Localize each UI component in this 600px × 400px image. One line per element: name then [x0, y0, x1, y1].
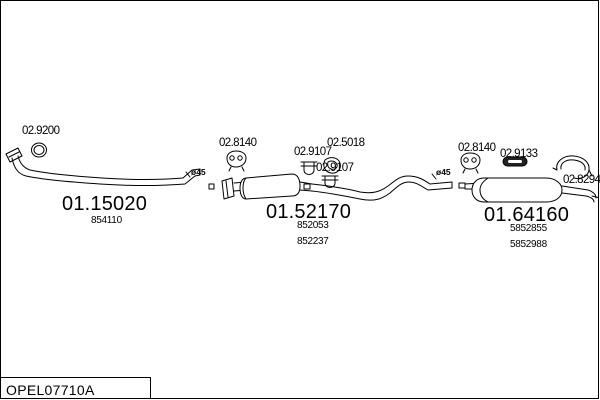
- accessory-ref-strap: 02.9133: [500, 148, 538, 160]
- middle-silencer: [221, 173, 466, 201]
- accessory-ref-clamp-upper: 02.9107: [294, 146, 332, 158]
- front-pipe: [5, 147, 215, 190]
- oem-number-middle-1: 852053: [297, 220, 329, 231]
- pipe-diameter-rear: ø45: [436, 167, 451, 177]
- accessory-ref-ring: 02.5018: [327, 137, 365, 149]
- accessory-ref-hanger-mid: 02.8140: [219, 137, 257, 149]
- rubber-ring-icon: [323, 157, 341, 174]
- part-number-front: 01.15020: [62, 193, 148, 215]
- diagram-title-box: OPEL07710A: [0, 377, 151, 399]
- diagram-title: OPEL07710A: [6, 382, 95, 398]
- pipe-diameter-front: ø45: [191, 167, 206, 177]
- diameter-leader: [431, 173, 437, 180]
- accessory-ref-gasket: 02.9200: [22, 125, 60, 137]
- oem-number-rear-1: 5852855: [510, 223, 547, 234]
- part-number-middle: 01.52170: [266, 201, 352, 223]
- rubber-hanger-icon: [460, 152, 481, 174]
- diameter-leader: [185, 171, 191, 178]
- accessory-ref-clamp-lower: 02.9107: [316, 162, 354, 174]
- rubber-strap-icon: [502, 156, 528, 167]
- u-clamp-icon: [321, 175, 339, 188]
- oem-number-front: 854110: [91, 215, 122, 226]
- oem-number-rear-2: 5852988: [510, 239, 547, 250]
- oem-number-middle-2: 852237: [297, 236, 329, 247]
- accessory-ref-hanger-rear: 02.8140: [458, 142, 496, 154]
- accessory-ref-mount: 02.8294: [563, 174, 600, 186]
- part-number-rear: 01.64160: [484, 204, 570, 226]
- u-clamp-icon: [300, 161, 318, 175]
- rubber-hanger-icon: [226, 150, 247, 172]
- ring-gasket-icon: [31, 142, 47, 158]
- mounting-strap-icon: [552, 155, 593, 179]
- rear-silencer: [464, 177, 599, 203]
